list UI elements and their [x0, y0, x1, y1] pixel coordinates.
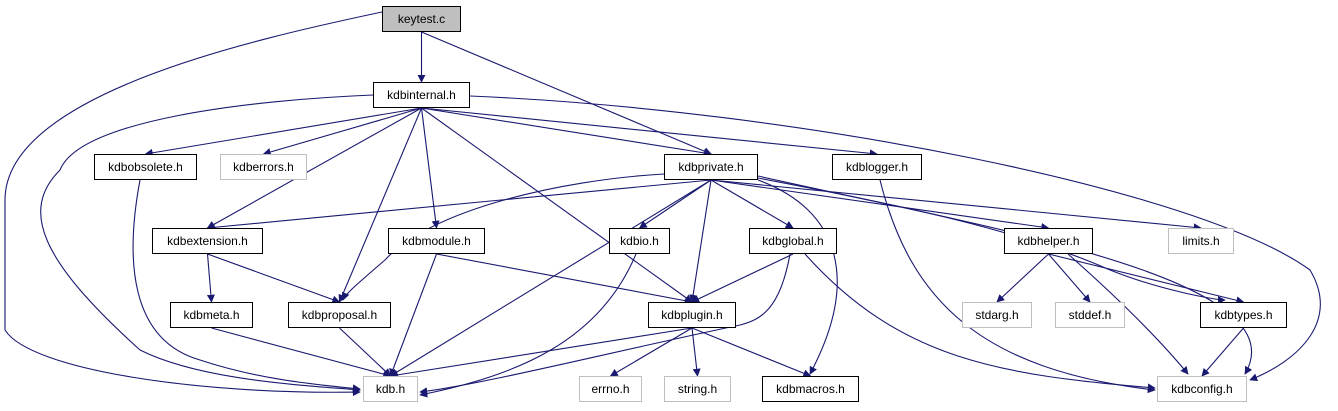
- edge-kdbinternal-to-kdberrors: [262, 107, 422, 156]
- edge-kdbprivate-to-kdbhelper: [710, 179, 1050, 231]
- edge-kdbprivate-to-kdb: [389, 179, 712, 377]
- node-kdbprivate[interactable]: kdbprivate.h: [664, 154, 758, 180]
- edge-kdbextension-to-kdbmeta: [206, 253, 215, 303]
- edge-kdbprivate-to-kdbio: [638, 179, 712, 229]
- node-kdbio[interactable]: kdbio.h: [609, 228, 670, 254]
- edge-kdbprivate-to-kdbplugin: [689, 179, 712, 303]
- node-kdbglobal[interactable]: kdbglobal.h: [749, 228, 837, 254]
- edge-kdbinternal-to-kdbmodule: [420, 107, 440, 229]
- edge-kdbprivate-to-kdbglobal: [710, 179, 794, 229]
- edge-kdbinternal-to-kdb: [40, 94, 374, 394]
- edge-kdbtypes-to-kdbconfig: [1201, 327, 1244, 377]
- edge-kdbprivate-to-kdbextension: [206, 179, 712, 232]
- node-errno: errno.h: [579, 376, 642, 402]
- node-kdbmacros[interactable]: kdbmacros.h: [762, 376, 859, 402]
- edge-kdbplugin-to-kdb: [389, 327, 693, 379]
- edge-kdbglobal-to-kdbconfig: [804, 253, 1156, 392]
- edge-kdbinternal-to-kdbplugin: [421, 107, 693, 303]
- node-kdb: kdb.h: [363, 376, 418, 402]
- node-kdbobsolete[interactable]: kdbobsolete.h: [94, 154, 197, 180]
- edge-kdbhelper-to-kdbtypes: [1048, 253, 1245, 305]
- node-keytest[interactable]: keytest.c: [382, 6, 461, 32]
- edge-kdbinternal-to-kdbextension: [206, 107, 422, 229]
- edge-keytest-to-kdb: [4, 11, 383, 397]
- edge-kdbprivate-to-kdbconfig: [757, 175, 1253, 375]
- edge-kdbprivate-to-kdbmacros: [757, 179, 838, 375]
- node-kdbextension[interactable]: kdbextension.h: [152, 228, 263, 254]
- edge-kdbhelper-to-stdarg: [996, 253, 1049, 303]
- node-kdbplugin[interactable]: kdbplugin.h: [648, 302, 736, 328]
- edge-kdbplugin-to-errno: [609, 327, 693, 377]
- edge-kdbproposal-to-kdb: [339, 327, 392, 377]
- edge-kdbinternal-to-kdbproposal: [338, 107, 423, 303]
- node-stddef: stddef.h: [1055, 302, 1125, 328]
- node-stdarg: stdarg.h: [962, 302, 1032, 328]
- node-kdbinternal[interactable]: kdbinternal.h: [373, 82, 470, 108]
- edge-kdbhelper-to-stddef: [1048, 253, 1091, 303]
- node-kdberrors: kdberrors.h: [220, 154, 307, 180]
- edge-kdbmeta-to-kdb: [211, 327, 392, 378]
- edge-kdbmodule-to-kdbplugin: [436, 253, 693, 305]
- edge-kdbplugin-to-string: [691, 327, 701, 377]
- node-kdbtypes[interactable]: kdbtypes.h: [1200, 302, 1287, 328]
- node-kdbhelper[interactable]: kdbhelper.h: [1004, 228, 1093, 254]
- edge-kdbprivate-to-limits: [710, 179, 1202, 232]
- edge-kdbplugin-to-kdbmacros: [691, 327, 812, 378]
- node-kdbmeta[interactable]: kdbmeta.h: [170, 302, 253, 328]
- node-kdbproposal[interactable]: kdbproposal.h: [288, 302, 391, 328]
- edge-kdbmodule-to-kdb: [389, 253, 438, 377]
- edge-kdbio-to-kdb: [419, 253, 637, 398]
- edge-keytest-to-kdbprivate: [421, 31, 712, 155]
- node-kdbconfig: kdbconfig.h: [1157, 376, 1247, 402]
- edge-kdbinternal-to-kdbconfig: [469, 95, 1321, 382]
- node-limits: limits.h: [1168, 228, 1234, 254]
- edge-kdbhelper-to-kdbconfig: [1067, 253, 1189, 375]
- edge-kdbextension-to-kdbproposal: [207, 253, 341, 304]
- edge-kdbinternal-to-kdbprivate: [421, 107, 712, 157]
- node-kdbmodule[interactable]: kdbmodule.h: [388, 228, 485, 254]
- edge-kdbinternal-to-kdbobsolete: [144, 107, 422, 157]
- node-string: string.h: [664, 376, 731, 402]
- edge-kdbglobal-to-kdbplugin: [691, 253, 794, 303]
- node-kdblogger[interactable]: kdblogger.h: [832, 154, 922, 180]
- edge-kdbinternal-to-kdblogger: [421, 107, 878, 158]
- edge-kdbobsolete-to-kdb: [132, 179, 361, 393]
